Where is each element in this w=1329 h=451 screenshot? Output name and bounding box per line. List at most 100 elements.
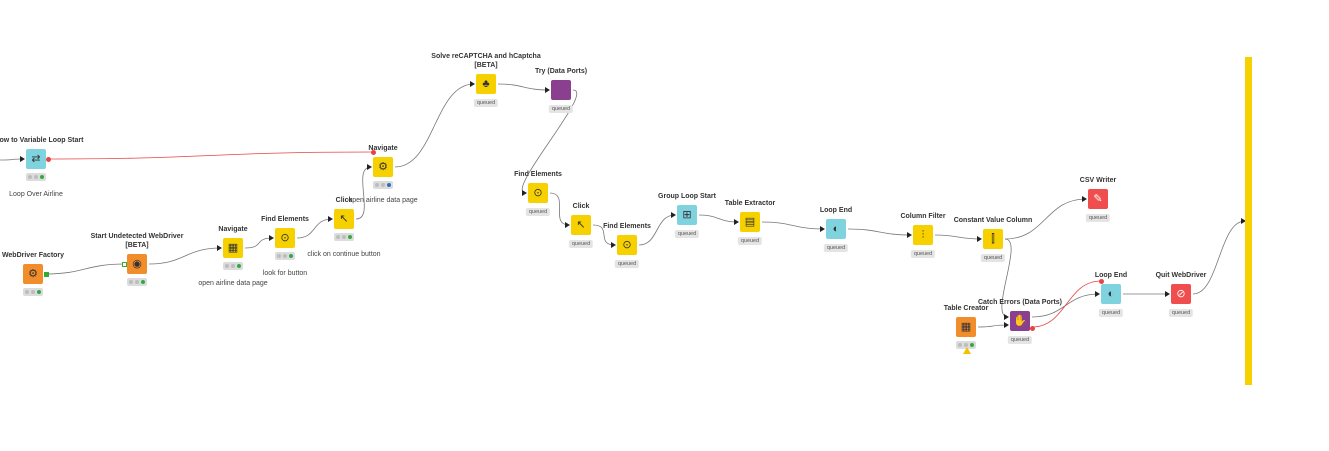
click-2-node[interactable]: ↖ (571, 215, 591, 235)
find-elements-3-title: Find Elements (603, 223, 651, 230)
start-undetected-title: Start Undetected WebDriver [BETA] (90, 233, 184, 249)
start-undetected-node[interactable]: ◉ (127, 254, 147, 274)
try-data-ports-status-badge: queued (548, 105, 574, 113)
navigate-2-variable-port[interactable] (370, 149, 376, 155)
column-filter-node[interactable]: ⫶ (913, 225, 933, 245)
wire-creator-catch-arrow (1004, 322, 1009, 328)
loop-end-2-status-badge: queued (1098, 309, 1124, 317)
wire-loop-end-1-filter-arrow (907, 232, 912, 238)
navigate-1-node[interactable]: ▦ (223, 238, 243, 258)
wire-find-2-click-2[interactable] (549, 192, 570, 226)
find-elements-3-node[interactable]: ⊙ (617, 235, 637, 255)
navigate-2-icon: ⚙ (378, 160, 388, 173)
start-undetected-input-port[interactable] (121, 261, 127, 267)
wire-constant-csv[interactable] (1004, 198, 1087, 240)
wire-click-1-navigate-2[interactable] (355, 166, 372, 220)
catch-errors-status-badge: queued (1007, 336, 1033, 344)
navigate-2-node[interactable]: ⚙ (373, 157, 393, 177)
find-elements-2-status-badge: queued (525, 208, 551, 216)
csv-writer-node[interactable]: ✎ (1088, 189, 1108, 209)
constant-value-node[interactable]: ⫿ (983, 229, 1003, 249)
constant-value-icon: ⫿ (991, 232, 995, 245)
try-data-ports-node[interactable] (551, 80, 571, 100)
loop-end-2-variable-port[interactable] (1098, 278, 1104, 284)
wire-group-extractor-arrow (734, 219, 739, 225)
table-creator-title: Table Creator (943, 305, 989, 312)
table-creator-node[interactable]: ▦ (956, 317, 976, 337)
column-filter-icon: ⫶ (921, 228, 925, 241)
wire-start-navigate-1-arrow (217, 245, 222, 251)
column-filter-title: Column Filter (900, 213, 946, 220)
wire-constant-catch[interactable] (1001, 238, 1012, 318)
table-extractor-status-badge: queued (737, 237, 763, 245)
start-undetected-status-lights (127, 278, 147, 286)
find-elements-2-title: Find Elements (514, 171, 562, 178)
row-to-var-icon: ⇄ (31, 152, 41, 165)
wire-group-extractor[interactable] (698, 214, 739, 223)
wire-find-1-click-1[interactable] (296, 218, 333, 239)
find-elements-2-node[interactable]: ⊙ (528, 183, 548, 203)
csv-writer-icon: ✎ (1093, 192, 1103, 205)
webdriver-factory-title: WebDriver Factory (1, 252, 65, 259)
navigate-1-status-lights (223, 262, 243, 270)
wire-factory-start[interactable] (44, 263, 126, 275)
row-to-var-node[interactable]: ⇄ (26, 149, 46, 169)
find-elements-2-icon: ⊙ (533, 186, 543, 199)
wire-find-3-group[interactable] (638, 214, 676, 246)
webdriver-factory-node[interactable]: ⚙ (23, 264, 43, 284)
catch-errors-variable-port[interactable] (1029, 325, 1035, 331)
wire-extractor-loop-end-1[interactable] (761, 221, 825, 230)
wire-row-to-var-navigate-2-var[interactable] (47, 151, 374, 160)
find-elements-1-node[interactable]: ⊙ (275, 228, 295, 248)
quit-webdriver-node[interactable]: ⊘ (1171, 284, 1191, 304)
start-undetected-icon: ◉ (132, 257, 142, 270)
wire-try-find-2[interactable] (522, 89, 577, 194)
navigate-1-title: Navigate (218, 226, 248, 233)
wire-start-navigate-1[interactable] (148, 247, 222, 265)
workflow-annotation-edge[interactable] (1245, 57, 1252, 385)
wire-click-2-find-3-arrow (611, 242, 616, 248)
warning-icon (963, 347, 971, 354)
loop-end-2-node[interactable]: ◐ (1101, 284, 1121, 304)
group-loop-start-icon: ⊞ (682, 208, 692, 221)
wire-find-2-click-2-arrow (565, 222, 570, 228)
click-1-node[interactable]: ↖ (334, 209, 354, 229)
wire-navigate-1-find-1[interactable] (244, 237, 274, 249)
click-2-icon: ↖ (576, 218, 586, 231)
quit-webdriver-status-badge: queued (1168, 309, 1194, 317)
constant-value-title: Constant Value Column (953, 217, 1033, 224)
wire-quit-offscreen[interactable] (1192, 220, 1246, 295)
table-extractor-title: Table Extractor (724, 200, 776, 207)
group-loop-start-node[interactable]: ⊞ (677, 205, 697, 225)
find-elements-3-status-badge: queued (614, 260, 640, 268)
wire-navigate-2-captcha[interactable] (394, 83, 475, 168)
solve-captcha-node[interactable]: ♣ (476, 74, 496, 94)
navigate-2-annotation: open airline data page (348, 197, 418, 204)
wire-navigate-1-find-1-arrow (269, 235, 274, 241)
catch-errors-icon: ✋ (1013, 314, 1027, 327)
table-extractor-node[interactable]: ▤ (740, 212, 760, 232)
find-elements-1-title: Find Elements (261, 216, 309, 223)
wire-creator-catch[interactable] (977, 324, 1009, 328)
wire-navigate-2-captcha-arrow (470, 81, 475, 87)
webdriver-factory-output-port[interactable] (43, 271, 49, 277)
table-creator-status-lights (956, 341, 976, 349)
wire-captcha-try[interactable] (497, 83, 550, 91)
solve-captcha-title: Solve reCAPTCHA and hCaptcha [BETA] (431, 53, 541, 69)
wire-catch-loop-end-2-var[interactable] (1031, 280, 1102, 328)
wire-filter-constant[interactable] (934, 234, 982, 240)
navigate-1-icon: ▦ (227, 241, 239, 254)
loop-end-1-node[interactable]: ◐ (826, 219, 846, 239)
click-2-status-badge: queued (568, 240, 594, 248)
csv-writer-title: CSV Writer (1079, 177, 1117, 184)
row-to-var-variable-port[interactable] (45, 156, 51, 162)
wire-loop-end-2-quit-arrow (1165, 291, 1170, 297)
wire-catch-loop-end-2-arrow (1095, 291, 1100, 297)
wire-loop-end-1-filter[interactable] (847, 228, 912, 236)
wire-constant-csv-arrow (1082, 196, 1087, 202)
catch-errors-node[interactable]: ✋ (1010, 311, 1030, 331)
find-elements-3-icon: ⊙ (622, 238, 632, 251)
wire-click-2-find-3[interactable] (592, 224, 616, 246)
table-creator-icon: ▦ (960, 320, 972, 333)
